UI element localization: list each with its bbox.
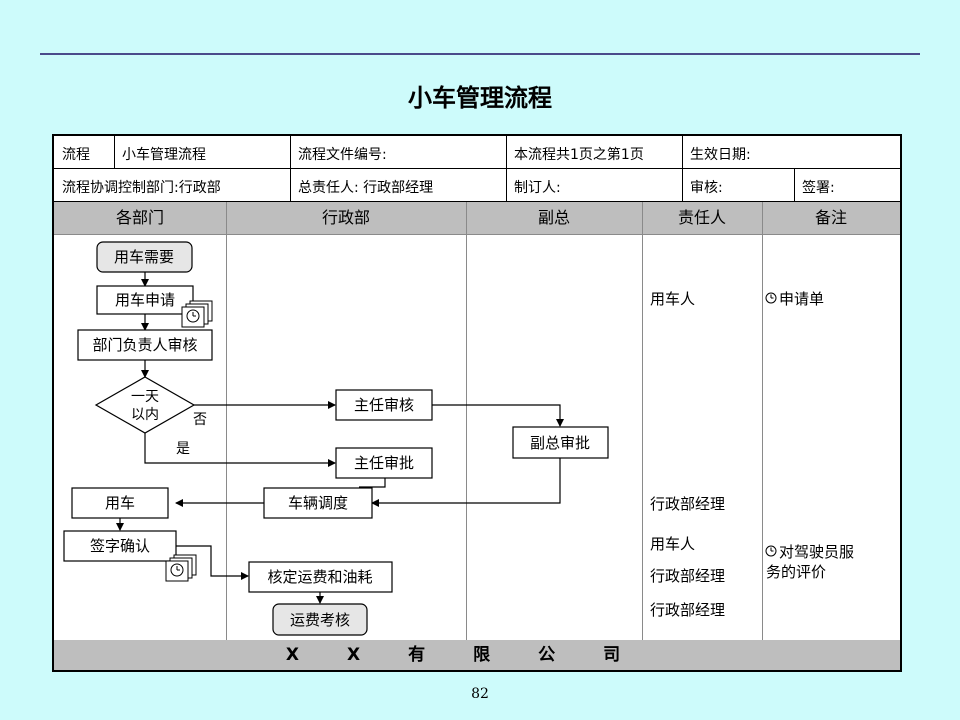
node-apply-car [96, 285, 194, 315]
node-need-car-label: 用车需要 [114, 248, 174, 266]
responsible-4: 行政部经理 [650, 567, 725, 585]
page-number: 82 [471, 686, 489, 702]
page-title: 小车管理流程 [408, 84, 552, 112]
branch-label-yes: 是 [176, 441, 190, 457]
process-name: 小车管理流程 [122, 147, 206, 163]
row-sep [682, 136, 683, 202]
row2-sep [794, 169, 795, 202]
coordinating-dept: 流程协调控制部门:行政部 [62, 180, 221, 196]
review-label: 审核: [690, 180, 723, 196]
page-count: 本流程共1页之第1页 [514, 147, 644, 163]
node-vp-approve-label: 副总审批 [530, 434, 590, 452]
node-sign-confirm-label: 签字确认 [90, 537, 150, 555]
arrow-sign-to-verify [176, 545, 249, 580]
lane-header-admin: 行政部 [321, 208, 370, 227]
node-need-car [96, 241, 193, 273]
connectors [116, 272, 564, 604]
node-sign-confirm [63, 530, 177, 562]
responsible-3: 用车人 [650, 535, 695, 553]
lane-separator [226, 202, 227, 640]
arrow-decision-yes [144, 433, 336, 467]
node-use-car-label: 用车 [105, 494, 135, 512]
node-dispatch-label: 车辆调度 [288, 494, 348, 512]
node-dispatch [263, 487, 373, 519]
document-stack-icon [181, 300, 213, 328]
lane-separator [762, 202, 763, 640]
row1-sep [114, 136, 115, 168]
clock-icon [765, 292, 777, 304]
clock-icon [765, 545, 777, 557]
node-director-approve [335, 447, 433, 479]
row-sep [290, 136, 291, 202]
lane-header-vp: 副总 [537, 208, 570, 227]
arrow-vp-to-dispatch [371, 458, 561, 507]
header-divider-2 [54, 201, 900, 202]
branch-label-no: 否 [193, 412, 207, 428]
responsible-2: 行政部经理 [650, 495, 725, 513]
document-stack-icon [165, 554, 197, 582]
author-label: 制订人: [514, 180, 561, 196]
node-verify-cost-label: 核定运费和油耗 [267, 568, 372, 586]
node-apply-car-label: 用车申请 [115, 291, 175, 309]
footer-bar [54, 640, 900, 670]
company-footer: XX有限公司 [285, 645, 669, 665]
node-director-approve-label: 主任审批 [354, 454, 414, 472]
node-vp-approve [512, 426, 609, 459]
node-cost-assess-label: 运费考核 [290, 611, 350, 629]
lane-header-departments: 各部门 [115, 208, 164, 227]
row-sep [506, 136, 507, 202]
lane-separator [466, 202, 467, 640]
note-driver-evaluation-line1: 对驾驶员服 [779, 543, 854, 561]
decision-label-line1: 一天 [131, 389, 159, 405]
doc-number-label: 流程文件编号: [298, 147, 387, 163]
node-dept-head-review [77, 329, 213, 361]
arrow-director-to-vp [432, 404, 564, 427]
top-rule [40, 53, 920, 55]
responsible-1: 用车人 [650, 290, 695, 308]
lane-header-responsible: 责任人 [677, 208, 726, 227]
note-application-form: 申请单 [779, 290, 824, 308]
responsible-5: 行政部经理 [650, 601, 725, 619]
lane-header-notes: 备注 [814, 208, 847, 227]
node-use-car [71, 487, 169, 519]
lane-header-bar [54, 202, 900, 234]
node-within-day-decision [94, 376, 196, 434]
process-label: 流程 [62, 147, 90, 163]
note-driver-evaluation-line2: 务的评价 [766, 563, 826, 581]
decision-label-line2: 以内 [131, 407, 159, 423]
node-director-review-label: 主任审核 [354, 396, 414, 414]
node-cost-assess [272, 603, 368, 636]
header-divider-1 [54, 168, 900, 169]
node-verify-cost [248, 561, 393, 593]
node-director-review [335, 389, 433, 421]
owner: 总责任人: 行政部经理 [298, 180, 434, 196]
effective-date-label: 生效日期: [690, 147, 751, 163]
node-dept-head-review-label: 部门负责人审核 [92, 336, 197, 354]
arrow-approve-down [359, 478, 386, 488]
sign-label: 签署: [802, 180, 835, 196]
flowchart-frame: 流程 小车管理流程 流程文件编号: 本流程共1页之第1页 生效日期: 流程协调控… [52, 134, 902, 672]
lane-header-bottom [54, 234, 900, 235]
lane-separator [642, 202, 643, 640]
